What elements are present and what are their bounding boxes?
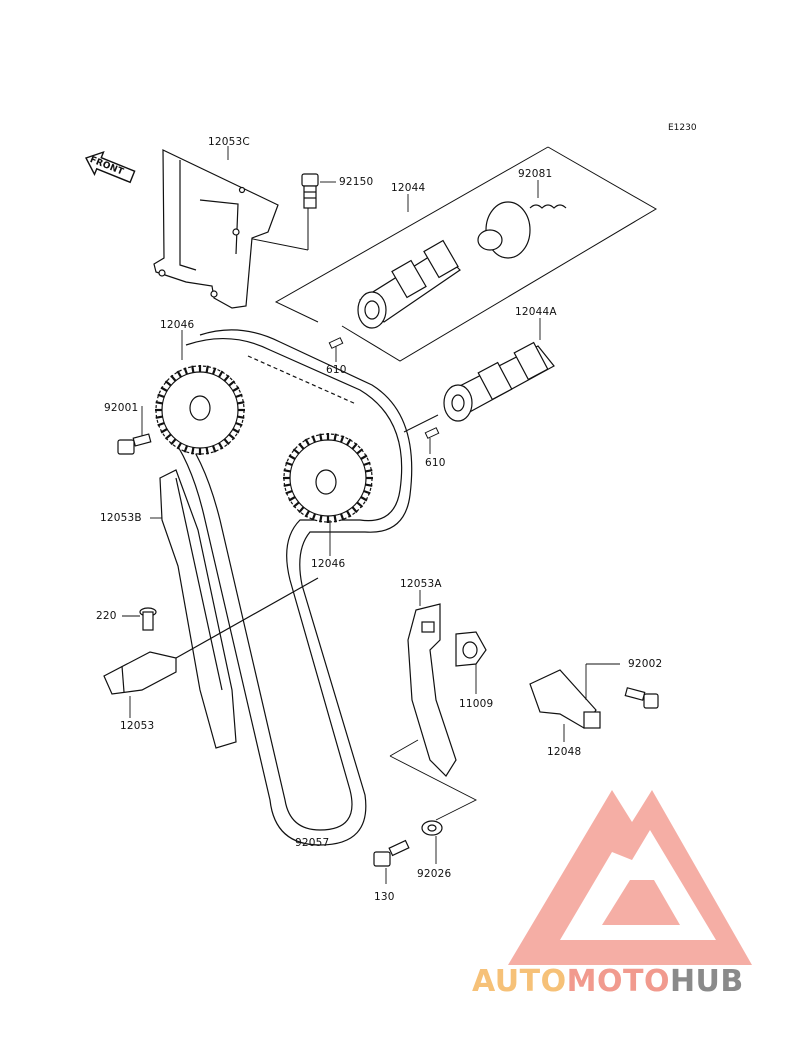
camshaft-12044: [357, 239, 461, 329]
front-arrow-icon: [85, 150, 136, 184]
part-label-92150: 92150: [339, 176, 374, 188]
part-label-11009: 11009: [459, 698, 494, 710]
part-label-12053a: 12053A: [400, 578, 442, 590]
part-label-92057: 92057: [295, 837, 330, 849]
bolt-220: [139, 607, 157, 631]
sprocket-12046-bottom-teeth: [283, 433, 373, 523]
chain-guide-12053a: [407, 603, 457, 777]
camshaft-group-box: [242, 146, 657, 433]
bolt-92150: [301, 173, 319, 209]
watermark-text: AUTOMOTOHUB: [472, 964, 744, 999]
part-label-12053b: 12053B: [100, 512, 142, 524]
leader-lines: [122, 146, 620, 884]
part-label-610-bottom: 610: [425, 457, 446, 469]
part-label-12053c: 12053C: [208, 136, 250, 148]
part-label-220: 220: [96, 610, 117, 622]
bolt-92001: [117, 433, 152, 455]
part-label-12044a: 12044A: [515, 306, 557, 318]
chain-guide-12053: [103, 577, 319, 695]
part-label-12053: 12053: [120, 720, 155, 732]
part-label-92001: 92001: [104, 402, 139, 414]
part-label-92026: 92026: [417, 868, 452, 880]
bracket-12053c: [153, 149, 279, 309]
sprocket-12046-top-teeth: [155, 365, 245, 455]
watermark-logo: [508, 790, 752, 965]
decomp-assembly-92081: [477, 201, 567, 259]
bolt-130: [373, 839, 410, 867]
watermark-moto: MOTO: [566, 964, 670, 999]
cam-chain-92057: [167, 329, 413, 846]
sprocket-12046-bottom: [283, 433, 373, 523]
tensioner-12048: [529, 669, 601, 729]
part-label-610-top: 610: [326, 364, 347, 376]
part-label-12046-bottom: 12046: [311, 558, 346, 570]
washer-92026: [421, 820, 443, 836]
dowel-pin-610: [328, 337, 440, 439]
chain-guide-12053b: [159, 469, 237, 749]
sprocket-12046-top: [155, 365, 245, 455]
part-label-12044: 12044: [391, 182, 426, 194]
diagram-code: E1230: [668, 123, 697, 133]
watermark-hub: HUB: [669, 964, 744, 999]
gasket-11009: [455, 631, 487, 667]
watermark-auto: AUTO: [472, 964, 567, 999]
part-label-12048: 12048: [547, 746, 582, 758]
part-label-92081: 92081: [518, 168, 553, 180]
part-label-130: 130: [374, 891, 395, 903]
part-label-92002: 92002: [628, 658, 663, 670]
bolt-92002: [624, 687, 659, 709]
part-label-12046-top: 12046: [160, 319, 195, 331]
camshaft-12044a: [443, 341, 555, 422]
